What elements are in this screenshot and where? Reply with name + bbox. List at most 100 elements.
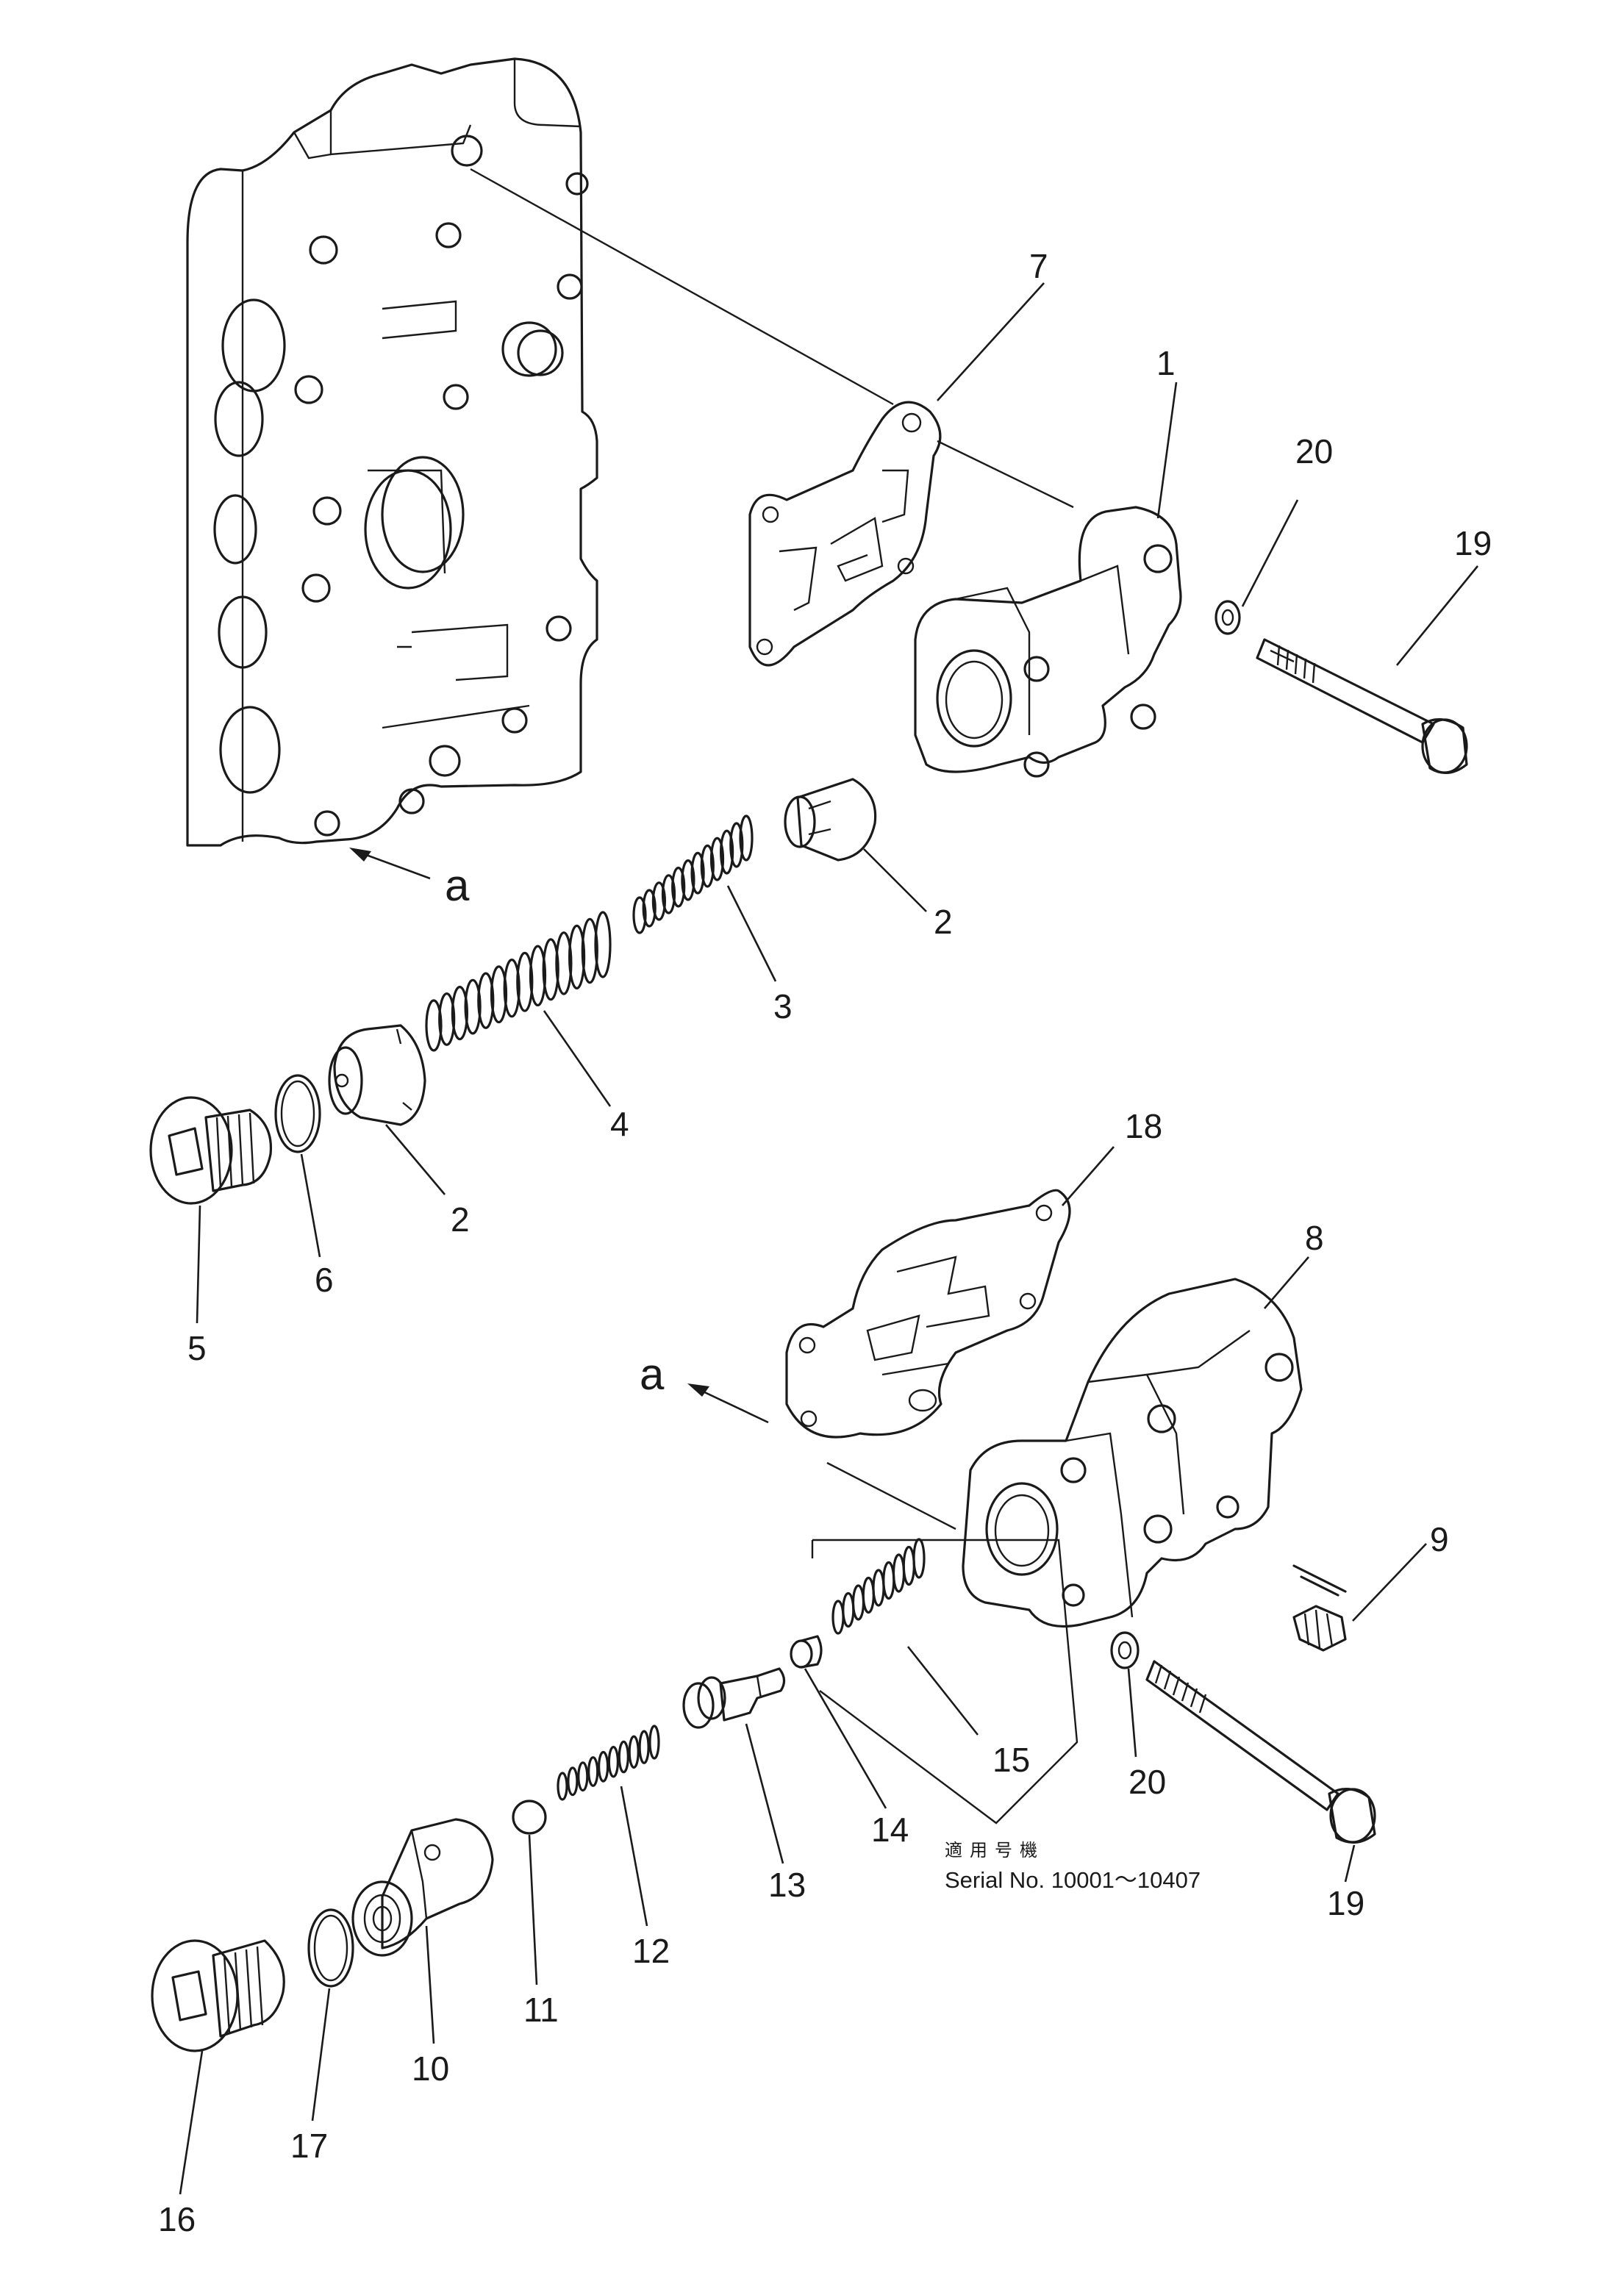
callout-20-upper: 20 — [1295, 432, 1333, 470]
spring-coil — [516, 951, 534, 1012]
callout-9: 9 — [1430, 1520, 1449, 1558]
ball-11 — [512, 1800, 547, 1835]
snap-ring-20-lower — [1110, 1631, 1140, 1669]
cover-8 — [962, 1278, 1303, 1628]
spring-coil — [587, 1756, 599, 1787]
spring-coil — [842, 1591, 855, 1628]
spring-coil — [451, 985, 469, 1041]
callout-18: 18 — [1125, 1107, 1162, 1145]
callout-13: 13 — [768, 1866, 806, 1904]
assembly-line-body-to-gasket — [470, 168, 894, 406]
spring-coil — [607, 1745, 620, 1778]
callout-17: 17 — [290, 2127, 328, 2165]
spring-coil — [567, 1766, 579, 1797]
spring-coil — [882, 1561, 895, 1600]
spring-coil — [862, 1576, 875, 1614]
cover-1 — [914, 506, 1182, 778]
bolt-19-upper — [1256, 638, 1468, 774]
callout-7: 7 — [1029, 247, 1048, 285]
assembly-line-gasket-to-cover — [937, 440, 1074, 509]
spring-coil — [464, 978, 482, 1035]
callout-numbers: 1 7 20 19 2 3 4 2 6 5 18 8 9 15 20 14 13… — [158, 247, 1492, 2238]
spring-coil — [872, 1569, 885, 1607]
callout-6: 6 — [315, 1261, 334, 1299]
callout-15: 15 — [992, 1741, 1030, 1779]
applicability-note-jp: 適用号機 — [945, 1840, 1045, 1861]
callout-11: 11 — [523, 1991, 559, 2029]
snap-ring-20-upper — [1215, 600, 1241, 635]
spring-coil — [425, 999, 443, 1052]
plug-9 — [1292, 1564, 1347, 1652]
gasket-7 — [748, 401, 942, 667]
callout-19-upper: 19 — [1454, 524, 1492, 562]
spring-coil — [690, 851, 705, 895]
spring-coil — [661, 874, 676, 914]
spring-coil — [851, 1584, 865, 1621]
callout-20-lower: 20 — [1128, 1763, 1166, 1801]
spring-3 — [632, 814, 754, 934]
applicability-note-serial: Serial No. 10001～10407 — [945, 1867, 1201, 1893]
seat-14 — [790, 1635, 823, 1669]
leader-lines — [179, 282, 1479, 2195]
spring-seat-2-lower — [328, 1024, 426, 1126]
spring-coil — [597, 1750, 609, 1783]
callout-16: 16 — [158, 2200, 196, 2238]
spring-coil — [581, 917, 598, 984]
spring-coil — [542, 938, 559, 1001]
spring-coil — [912, 1538, 926, 1579]
spring-coil — [632, 896, 647, 934]
spring-15 — [831, 1538, 926, 1635]
spring-coil — [651, 881, 667, 921]
spring-12 — [557, 1725, 660, 1801]
assembly-line-gasket18-to-cover8 — [826, 1461, 956, 1530]
o-ring-6 — [274, 1074, 321, 1153]
callout-1: 1 — [1156, 344, 1176, 382]
spring-4 — [425, 911, 612, 1052]
spring-coil — [892, 1553, 906, 1593]
bolt-19-lower — [1145, 1660, 1376, 1844]
callout-14: 14 — [871, 1811, 909, 1849]
spring-coil — [729, 822, 744, 868]
spring-coil — [739, 814, 754, 862]
spring-coil — [671, 867, 686, 908]
spring-coil — [831, 1600, 845, 1635]
view-label-lower: a — [640, 1350, 665, 1399]
o-ring-17 — [307, 1908, 354, 1988]
valve-body — [186, 57, 598, 847]
spring-coil — [438, 992, 456, 1046]
spring-coil — [638, 1730, 650, 1764]
callout-5: 5 — [187, 1329, 207, 1367]
spring-coil — [490, 965, 508, 1024]
plug-16 — [151, 1939, 285, 2052]
callout-4: 4 — [610, 1105, 629, 1143]
spring-coil — [719, 829, 734, 875]
callout-8: 8 — [1305, 1219, 1324, 1257]
spring-coil — [568, 924, 586, 990]
callout-2-lower: 2 — [451, 1200, 470, 1239]
spring-coil — [700, 844, 715, 888]
spring-coil — [902, 1545, 915, 1586]
spring-coil — [557, 1772, 568, 1801]
valve-10 — [351, 1818, 494, 1957]
spring-seat-2-upper — [784, 778, 877, 862]
callout-12: 12 — [632, 1932, 670, 1970]
spring-coil — [529, 945, 547, 1007]
spring-coil — [681, 859, 695, 901]
callout-19-lower: 19 — [1327, 1884, 1364, 1922]
spring-coil — [648, 1725, 660, 1760]
callout-3: 3 — [773, 987, 793, 1025]
spring-coil — [594, 911, 612, 978]
spring-coil — [709, 837, 725, 881]
applicability-note: 適用号機 Serial No. 10001～10407 — [945, 1840, 1201, 1893]
callout-2-upper: 2 — [934, 903, 953, 941]
view-arrow-lower: a — [640, 1350, 769, 1424]
spring-coil — [555, 931, 573, 995]
serial-bracket — [811, 1539, 1079, 1825]
spring-coil — [577, 1761, 589, 1792]
callout-10: 10 — [412, 2049, 449, 2088]
view-label-upper: a — [445, 861, 470, 910]
spring-coil — [503, 958, 521, 1018]
gasket-18 — [785, 1189, 1071, 1439]
piston-13 — [682, 1667, 786, 1729]
